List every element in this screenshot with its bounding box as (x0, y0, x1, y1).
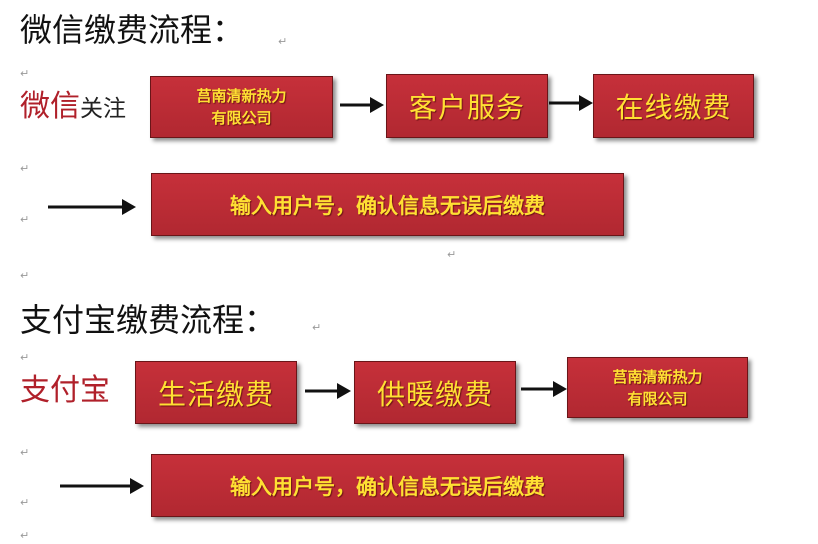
wechat-step-online-payment: 在线缴费 (593, 74, 754, 138)
wechat-section-title: 微信缴费流程： (20, 11, 245, 49)
return-mark-icon: ↵ (20, 67, 30, 80)
right-arrow-icon (521, 381, 567, 397)
alipay-lead-red: 支付宝 (20, 373, 110, 408)
wechat-lead-label: 微信关注 (20, 92, 126, 122)
alipay-section-title: 支付宝缴费流程： (20, 301, 277, 339)
wechat-lead-black: 关注 (80, 96, 126, 122)
return-mark-icon: ↵ (20, 496, 30, 509)
alipay-lead-label: 支付宝 (20, 376, 110, 406)
right-arrow-icon (60, 478, 144, 494)
wechat-step-customer-service: 客户服务 (386, 74, 548, 138)
return-mark-icon: ↵ (20, 529, 30, 542)
right-arrow-icon (549, 95, 593, 111)
alipay-step-living-payment: 生活缴费 (135, 361, 297, 424)
alipay-final-step: 输入用户号，确认信息无误后缴费 (151, 454, 624, 517)
return-mark-icon: ↵ (447, 248, 457, 261)
return-mark-icon: ↵ (20, 162, 30, 175)
right-arrow-icon (305, 383, 351, 399)
alipay-step-heating-payment: 供暖缴费 (354, 361, 516, 424)
wechat-lead-red: 微信 (20, 89, 80, 124)
return-mark-icon: ↵ (278, 35, 288, 48)
return-mark-icon: ↵ (20, 213, 30, 226)
return-mark-icon: ↵ (20, 351, 30, 364)
alipay-step-company: 莒南清新热力 有限公司 (567, 357, 748, 418)
right-arrow-icon (340, 97, 384, 113)
wechat-step-company: 莒南清新热力 有限公司 (150, 76, 333, 138)
return-mark-icon: ↵ (20, 446, 30, 459)
return-mark-icon: ↵ (312, 321, 322, 334)
return-mark-icon: ↵ (20, 269, 30, 282)
right-arrow-icon (48, 199, 136, 215)
wechat-final-step: 输入用户号，确认信息无误后缴费 (151, 173, 624, 236)
